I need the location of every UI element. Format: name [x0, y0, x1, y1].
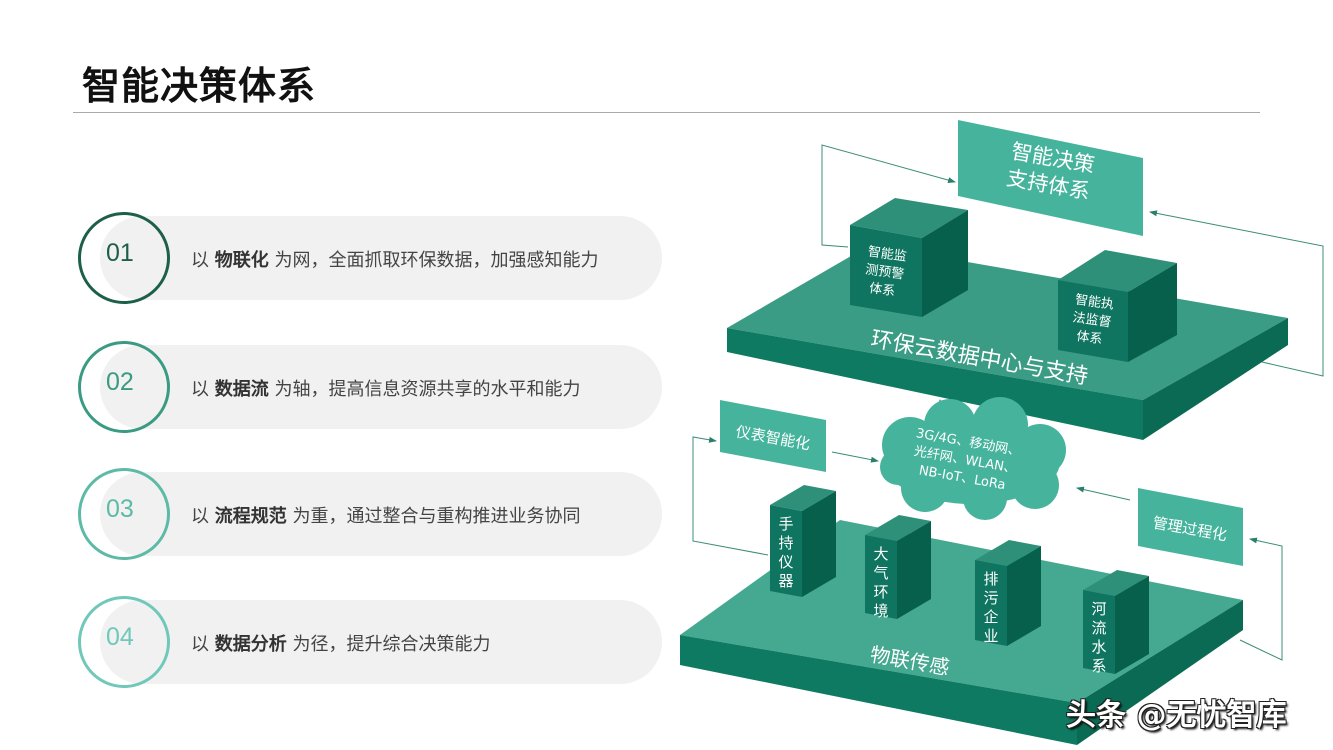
item-pill — [100, 216, 662, 300]
item-number: 04 — [106, 623, 134, 651]
title-divider — [73, 112, 1260, 113]
pillar-face — [865, 535, 897, 619]
svg-text:测预警: 测预警 — [864, 261, 905, 282]
pillar-face — [1115, 576, 1149, 674]
pillar-label-char: 污 — [983, 589, 998, 607]
pillar-face — [1007, 546, 1041, 646]
pillar-label-char: 器 — [778, 572, 793, 590]
pillar-label-char: 业 — [983, 627, 998, 645]
pillar-label-char: 河 — [1091, 600, 1106, 618]
svg-text:智能执: 智能执 — [1074, 293, 1115, 313]
item-text: 以 物联化 为网，全面抓取环保数据，加强感知能力 — [191, 250, 599, 271]
instrument-intelligence-box: 仪表智能化 — [720, 400, 826, 472]
list-item-03: 03 以 流程规范 为重，通过整合与重构推进业务协同 — [78, 468, 668, 560]
pillar-label-char: 流 — [1091, 619, 1106, 637]
item-number: 01 — [106, 239, 134, 267]
pillar-label-char: 境 — [873, 602, 888, 620]
item-pill — [100, 600, 662, 684]
pillar-face — [1083, 570, 1149, 596]
pillar-face — [897, 521, 931, 619]
page-title: 智能决策体系 — [82, 64, 317, 108]
svg-text:法监督: 法监督 — [1072, 310, 1113, 330]
pillar-face — [770, 485, 836, 511]
pillar-face — [975, 540, 1041, 566]
number-ring — [78, 341, 170, 433]
pillar-label-char: 气 — [873, 564, 888, 582]
item-text: 以 数据流 为轴，提高信息资源共享的水平和能力 — [191, 379, 581, 400]
pillar-label-char: 水 — [1091, 638, 1106, 656]
process-management-box: 管理过程化 — [1138, 488, 1243, 566]
network-cloud: 3G/4G、移动网、 光纤网、WLAN、 NB-IoT、LoRa — [880, 397, 1066, 520]
item-text: 以 数据分析 为径，提升综合决策能力 — [191, 634, 491, 655]
item-number: 03 — [106, 495, 134, 523]
item-text: 以 流程规范 为重，通过整合与重构推进业务协同 — [191, 506, 581, 527]
pillar-label-char: 环 — [873, 583, 888, 601]
svg-text:体系: 体系 — [868, 281, 896, 299]
item-pill — [100, 345, 662, 429]
list-item-02: 02 以 数据流 为轴，提高信息资源共享的水平和能力 — [78, 341, 668, 433]
pillar-face — [802, 491, 836, 597]
pillar-label-char: 持 — [778, 534, 793, 552]
pillar-label-char: 系 — [1091, 657, 1106, 675]
item-pill — [100, 472, 662, 556]
pillar-face — [865, 515, 931, 541]
pillar-label-char: 大 — [873, 545, 888, 563]
number-ring — [78, 468, 170, 560]
pillar-label-char: 手 — [778, 515, 793, 533]
watermark: 头条 @无忧智库 — [1066, 698, 1287, 733]
cube-law-enforcement: 智能执 法监督 体系 — [1058, 250, 1177, 362]
pillar-label-char: 企 — [983, 608, 998, 626]
cube-monitoring-warning: 智能监 测预警 体系 — [850, 198, 968, 317]
pillar-face — [975, 560, 1007, 646]
list-item-04: 04 以 数据分析 为径，提升综合决策能力 — [78, 596, 668, 688]
svg-text:体系: 体系 — [1076, 329, 1104, 347]
decision-support-box: 智能决策 支持体系 — [958, 120, 1143, 236]
item-number: 02 — [106, 368, 134, 396]
list-item-01: 01 以 物联化 为网，全面抓取环保数据，加强感知能力 — [78, 212, 668, 304]
pillar-face — [770, 505, 802, 597]
svg-text:智能监: 智能监 — [867, 245, 908, 265]
pillar-face — [1083, 590, 1115, 674]
pillar-label-char: 仪 — [778, 553, 793, 571]
number-ring — [78, 596, 170, 688]
pillar-label-char: 排 — [983, 570, 998, 588]
number-ring — [78, 212, 170, 304]
